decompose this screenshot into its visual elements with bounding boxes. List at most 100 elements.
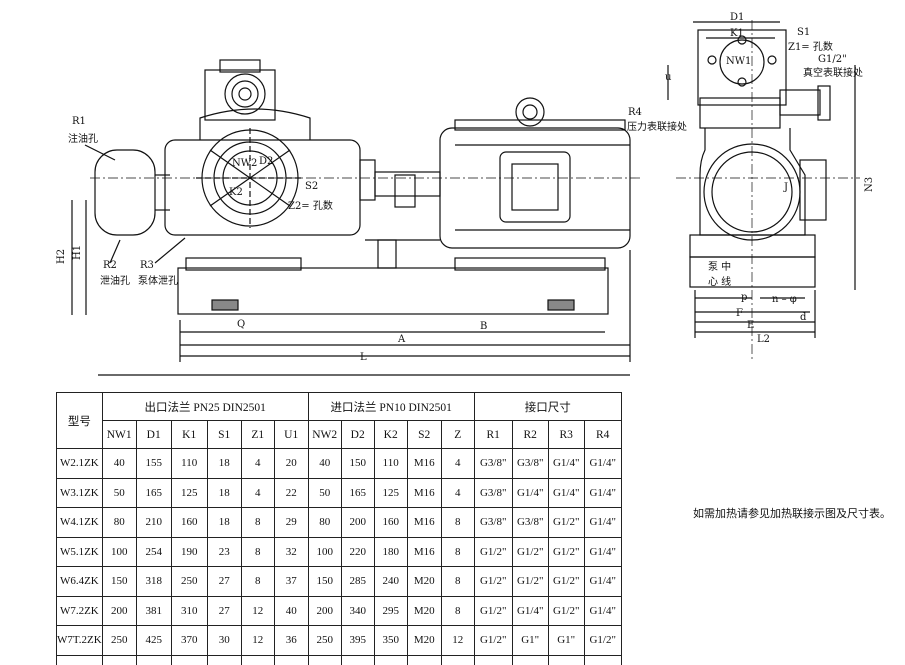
table-cell: 36 — [273, 625, 309, 656]
column-header: S1 — [206, 420, 242, 449]
inlet-header: 进口法兰 PN10 DIN2501 — [307, 392, 475, 421]
model-cell: W4.1ZK — [56, 507, 103, 538]
table-cell: 18 — [206, 507, 242, 538]
s2-label: S2 — [305, 181, 318, 192]
model-cell: W3.1ZK — [56, 477, 103, 508]
column-header: Z1 — [240, 420, 275, 449]
table-cell: 4 — [240, 477, 275, 508]
r2-label: R2 — [103, 260, 117, 271]
table-cell: 400 — [373, 654, 408, 665]
table-cell: G1" — [511, 625, 549, 656]
table-cell: M20 — [406, 654, 442, 665]
e-label: E — [747, 320, 754, 331]
h1-label: H1 — [72, 245, 83, 260]
table-cell: 50 — [101, 477, 137, 508]
column-header: R2 — [511, 420, 549, 449]
r1-desc: 注油孔 — [68, 132, 98, 145]
table-cell: 310 — [170, 595, 208, 626]
table-cell: 210 — [135, 507, 172, 538]
table-cell: 150 — [340, 448, 375, 479]
l-label: L — [360, 352, 367, 363]
table-cell: 20 — [273, 448, 309, 479]
table-cell: 430 — [170, 654, 208, 665]
table-cell: 29 — [273, 507, 309, 538]
table-cell: 165 — [135, 477, 172, 508]
table-cell: 250 — [101, 625, 137, 656]
table-cell: G1/2" — [511, 566, 549, 597]
table-cell: G1/2" — [473, 536, 513, 567]
pump-centerline-label-1: 泵 中 — [708, 260, 731, 273]
table-cell: 12 — [240, 595, 275, 626]
table-cell: 27 — [206, 566, 242, 597]
column-header: D2 — [340, 420, 375, 449]
table-cell: 250 — [307, 625, 342, 656]
table-cell: 200 — [101, 595, 137, 626]
column-header: NW2 — [307, 420, 342, 449]
table-cell: 51 — [273, 654, 309, 665]
base-plate — [177, 267, 609, 315]
table-cell: 80 — [101, 507, 137, 538]
table-cell: G1/4" — [583, 448, 622, 479]
table-cell: 16 — [240, 654, 275, 665]
motor — [439, 127, 631, 249]
table-cell: G1" — [547, 654, 585, 665]
table-cell: M20 — [406, 625, 442, 656]
u-label: u — [665, 72, 672, 83]
column-header: NW1 — [101, 420, 137, 449]
table-cell: 285 — [340, 566, 375, 597]
table-cell: 155 — [135, 448, 172, 479]
table-cell: G3/8" — [473, 477, 513, 508]
n3-label: N3 — [864, 177, 875, 192]
table-cell: 160 — [373, 507, 408, 538]
column-header: R1 — [473, 420, 513, 449]
table-cell: 395 — [340, 625, 375, 656]
spec-table: 型号 出口法兰 PN25 DIN2501 进口法兰 PN10 DIN2501 接… — [56, 392, 622, 665]
table-cell: 295 — [373, 595, 408, 626]
table-cell: 340 — [340, 595, 375, 626]
table-cell: 425 — [135, 625, 172, 656]
table-cell: G1" — [547, 625, 585, 656]
table-cell: G1/4" — [583, 595, 622, 626]
column-header: R3 — [547, 420, 585, 449]
a-label: A — [397, 334, 406, 345]
table-cell: 40 — [307, 448, 342, 479]
column-header: S2 — [406, 420, 442, 449]
table-cell: 318 — [135, 566, 172, 597]
table-cell: G1/2" — [547, 566, 585, 597]
port-header: 接口尺寸 — [473, 392, 622, 421]
table-cell: 37 — [273, 566, 309, 597]
column-header: K1 — [170, 420, 208, 449]
table-cell: 8 — [440, 595, 475, 626]
table-cell: 32 — [273, 536, 309, 567]
table-cell: 27 — [206, 595, 242, 626]
table-cell: 22 — [273, 477, 309, 508]
table-cell: 8 — [440, 566, 475, 597]
table-cell: M16 — [406, 536, 442, 567]
f-label: F — [736, 308, 743, 319]
table-cell: G1/2" — [547, 536, 585, 567]
z1-label: Z1= 孔数 — [788, 40, 833, 53]
table-cell: G3/8" — [473, 448, 513, 479]
table-cell: 110 — [170, 448, 208, 479]
table-cell: 200 — [307, 595, 342, 626]
table-cell: 8 — [440, 507, 475, 538]
table-cell: 12 — [240, 625, 275, 656]
column-header: Z — [440, 420, 475, 449]
table-cell: 23 — [206, 536, 242, 567]
table-cell: 12 — [440, 654, 475, 665]
r1-label: R1 — [72, 116, 86, 127]
table-cell: 125 — [170, 477, 208, 508]
r4-label: R4 — [628, 107, 642, 118]
model-cell: W7T.2ZK — [56, 625, 103, 656]
table-cell: M16 — [406, 448, 442, 479]
table-cell: G1/4" — [583, 566, 622, 597]
table-cell: G1/4" — [547, 477, 585, 508]
vacuum-gauge-label: 真空表联接处 — [803, 66, 863, 79]
model-cell: W6.4ZK — [56, 566, 103, 597]
